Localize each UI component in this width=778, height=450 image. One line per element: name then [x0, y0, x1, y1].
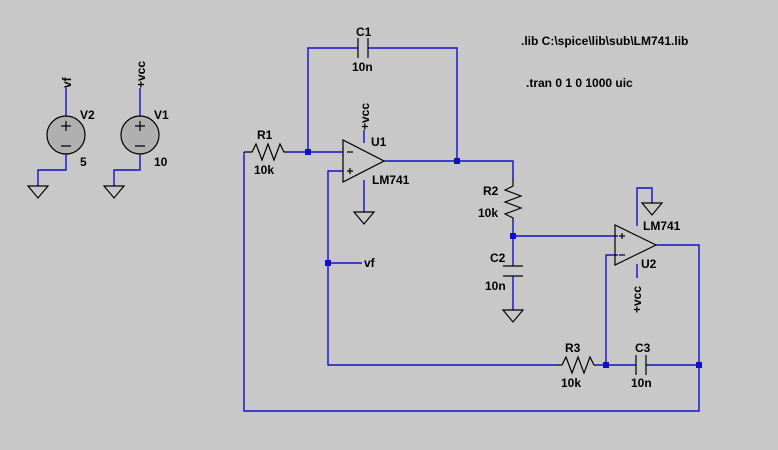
v1-name: V1 — [154, 108, 169, 122]
source-v2[interactable] — [46, 115, 86, 155]
polarity-icon — [61, 121, 71, 147]
v2-net-label: vf — [60, 76, 74, 88]
u2-model: LM741 — [643, 219, 681, 233]
junction-dot — [696, 362, 702, 368]
wires — [37, 47, 700, 412]
junction-dot — [305, 149, 311, 155]
u1-supply-label: +vcc — [358, 103, 372, 130]
opamp-u2[interactable] — [614, 224, 658, 266]
u2-name: U2 — [641, 257, 657, 271]
capacitor-c1-icon[interactable] — [357, 38, 369, 58]
c3-value: 10n — [631, 376, 652, 390]
r2-value: 10k — [478, 206, 498, 220]
lib-directive[interactable]: .lib C:\spice\lib\sub\LM741.lib — [521, 34, 688, 48]
wire-u1-out — [384, 160, 514, 178]
c1-name: C1 — [356, 25, 372, 39]
c2-name: C2 — [490, 251, 506, 265]
junction-dot — [510, 233, 516, 239]
opamp-pins-icon — [619, 233, 625, 256]
u2-supply-label: +vcc — [630, 286, 644, 313]
resistor-r3-icon[interactable] — [556, 355, 596, 375]
wire-v2-gnd — [37, 154, 67, 186]
c3-name: C3 — [635, 341, 651, 355]
tran-directive[interactable]: .tran 0 1 0 1000 uic — [526, 76, 633, 90]
junction-dot — [454, 158, 460, 164]
ground-symbols — [26, 185, 664, 323]
resistor-r1-icon[interactable] — [244, 142, 288, 162]
r3-name: R3 — [565, 341, 581, 355]
resistor-r2-icon[interactable] — [503, 178, 523, 222]
r3-value: 10k — [561, 376, 581, 390]
capacitor-c2-icon[interactable] — [503, 265, 523, 277]
wire-v1-gnd — [113, 154, 141, 186]
v2-name: V2 — [80, 108, 95, 122]
wire-u2-out — [656, 244, 700, 365]
r1-name: R1 — [257, 128, 273, 142]
capacitor-c3-icon[interactable] — [635, 355, 647, 375]
voltage-source-icon — [120, 115, 160, 155]
voltage-source-icon — [46, 115, 86, 155]
ground-icon — [640, 202, 664, 216]
opamp-pins-icon — [347, 151, 353, 174]
ground-icon — [352, 211, 376, 225]
junction-dot — [325, 260, 331, 266]
vf-net-label: vf — [364, 256, 376, 270]
r1-value: 10k — [254, 163, 274, 177]
v1-value: 10 — [154, 155, 168, 169]
wire-c1-right — [368, 47, 458, 161]
polarity-icon — [135, 121, 145, 147]
opamp-triangle-icon — [614, 224, 658, 266]
wire-u1-plus — [327, 170, 556, 366]
u1-name: U1 — [371, 135, 387, 149]
v2-value: 5 — [80, 155, 87, 169]
ground-icon — [26, 185, 50, 199]
opamp-triangle-icon — [342, 139, 386, 183]
u1-model: LM741 — [372, 173, 410, 187]
wire-outer-loop — [243, 152, 700, 412]
wire-c1-left — [307, 47, 358, 152]
wire-u2-minus — [605, 254, 618, 365]
v1-net-label: +vcc — [134, 61, 148, 88]
junctions — [305, 149, 702, 368]
wire-u2-gnd — [636, 187, 653, 226]
source-v1[interactable] — [120, 115, 160, 155]
ground-icon — [501, 309, 525, 323]
r2-name: R2 — [483, 184, 499, 198]
opamp-u1[interactable] — [342, 139, 386, 183]
c2-value: 10n — [485, 279, 506, 293]
junction-dot — [603, 362, 609, 368]
ground-icon — [102, 185, 126, 199]
c1-value: 10n — [352, 60, 373, 74]
